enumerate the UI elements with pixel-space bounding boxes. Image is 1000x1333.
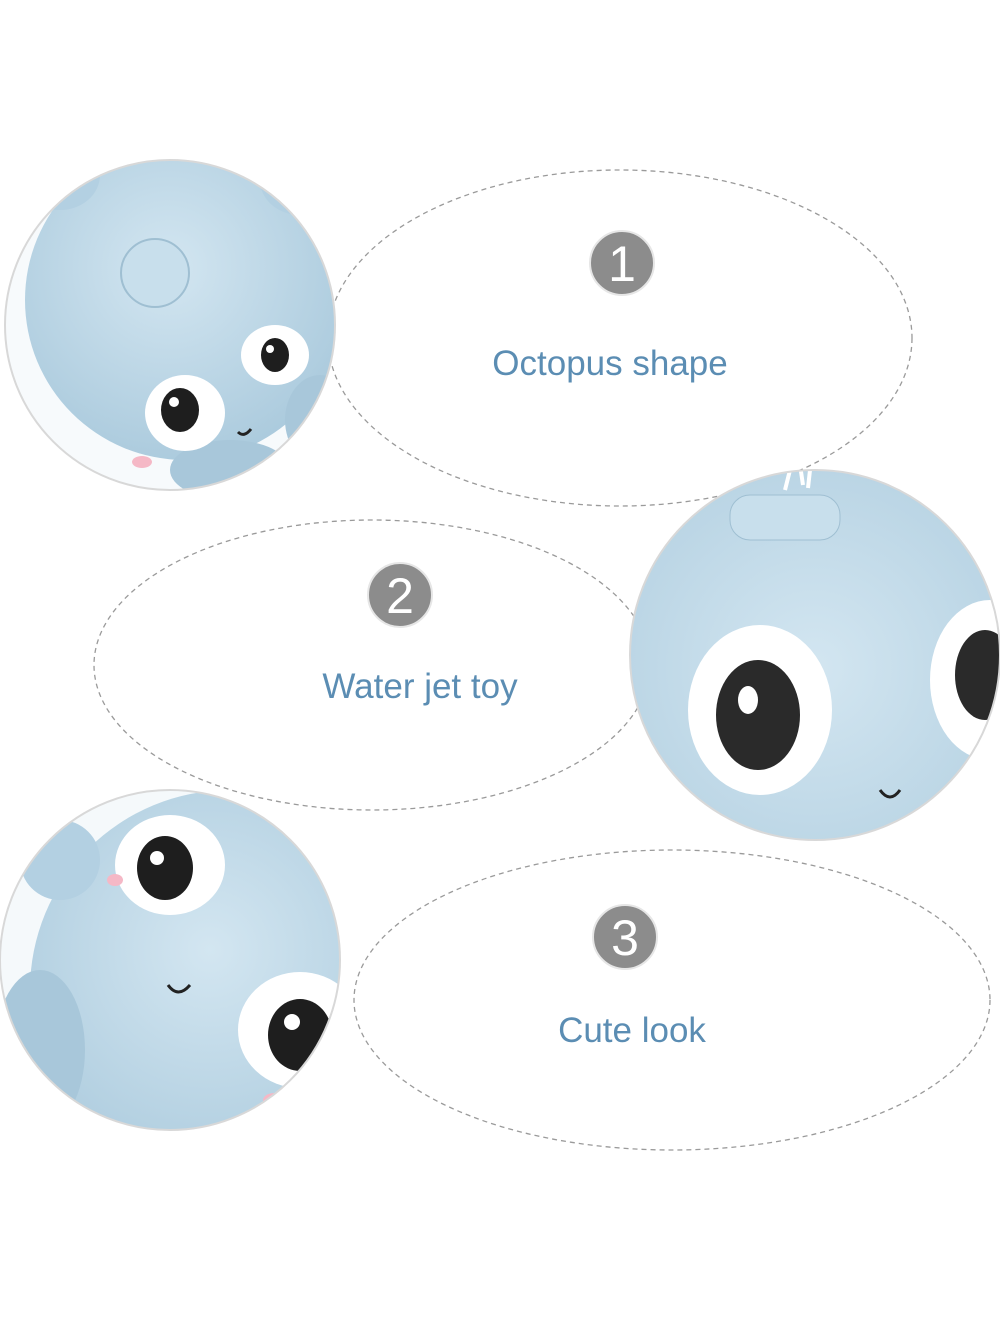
feature-label-water-jet-toy: Water jet toy — [322, 667, 518, 706]
toy-photo-1 — [5, 160, 335, 490]
feature-label-cute-look: Cute look — [558, 1011, 706, 1050]
feature-number-badge-1: 1 — [589, 230, 655, 296]
feature-number-badge-2: 2 — [367, 562, 433, 628]
dashed-ellipse-1 — [327, 169, 913, 507]
toy-photo-3 — [0, 790, 340, 1130]
dashed-ellipse-2 — [93, 519, 651, 811]
dashed-ellipse-3 — [353, 849, 991, 1151]
toy-photo-2 — [630, 470, 1000, 840]
feature-label-octopus-shape: Octopus shape — [492, 344, 728, 383]
feature-number-badge-3: 3 — [592, 904, 658, 970]
